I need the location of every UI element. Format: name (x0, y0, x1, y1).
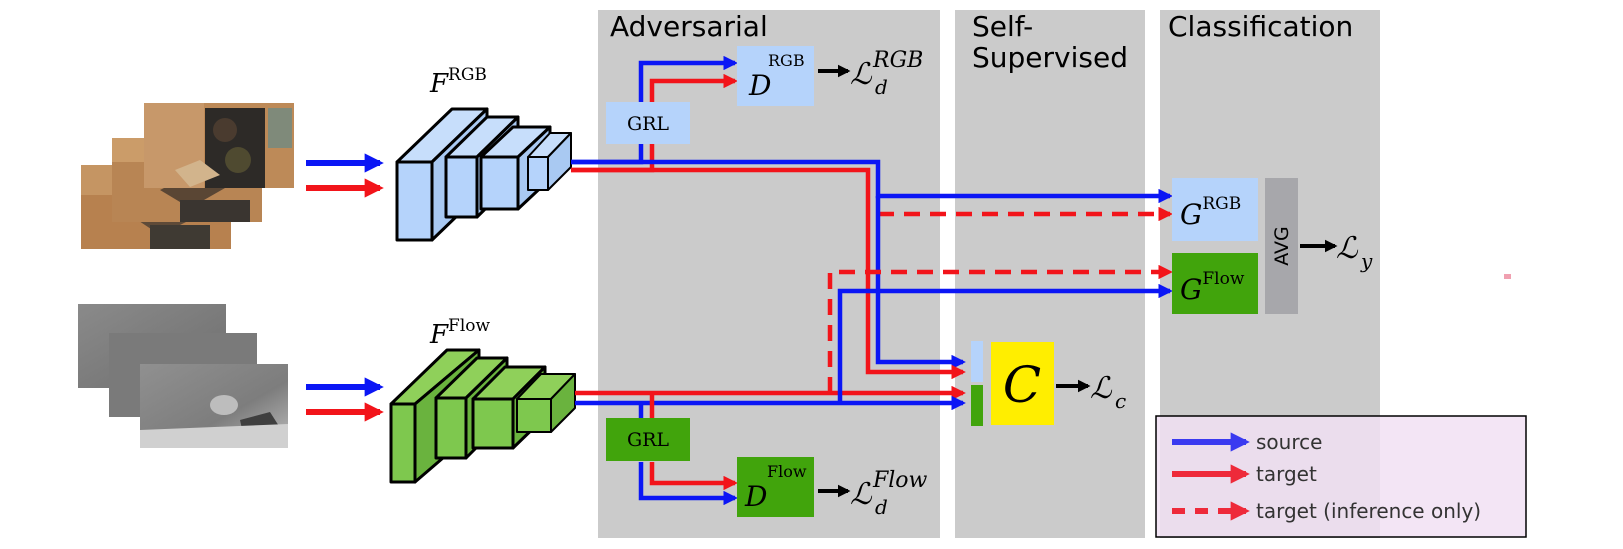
legend-label-target: target (1256, 462, 1317, 486)
rgb-input-frames (81, 103, 294, 249)
rgb-source-to-classifier (571, 159, 1173, 204)
legend-label-source: source (1256, 430, 1322, 454)
flow-feature-extractor (389, 348, 576, 484)
classifier-rgb: GRGB (1172, 178, 1258, 241)
grl-rgb-source-to-discriminator (638, 55, 738, 103)
section-title-self-supervised-line2: Supervised (972, 41, 1128, 74)
legend-item-source: source (1172, 430, 1322, 454)
concat-flow-bar (971, 385, 983, 426)
classifier-flow: GFlow (1172, 253, 1258, 314)
flow-source-to-classifier (837, 283, 1173, 403)
discriminator-rgb: DRGB (737, 46, 814, 106)
grl-rgb: GRL (606, 102, 690, 144)
rgb-frame (144, 103, 294, 188)
connector-lines (571, 55, 1173, 506)
flow-target-inference-to-classifier (827, 264, 1173, 393)
legend-item-target-inference: target (inference only) (1172, 499, 1481, 523)
rgb-source-to-self-supervised (875, 196, 966, 370)
classifier-rgb-label: GRGB (1180, 194, 1241, 231)
avg-label: AVG (1271, 226, 1293, 266)
grl-flow-label: GRL (627, 429, 669, 451)
legend-label-target-inference: target (inference only) (1256, 499, 1481, 523)
legend-item-target: target (1172, 462, 1317, 486)
self-supervised-head: C (991, 342, 1054, 425)
grl-flow-source-to-discriminator (638, 462, 738, 506)
concat-rgb-bar (971, 341, 983, 382)
input-arrows (306, 153, 384, 422)
flow-frame (140, 364, 288, 448)
rgb-feature-extractor (395, 107, 572, 242)
grl-flow-target-to-discriminator (649, 462, 738, 491)
flow-feature-extractor-label: FFlow (429, 316, 491, 350)
stray-mark (1504, 274, 1511, 279)
grl-flow: GRL (606, 418, 690, 461)
avg-block: AVG (1265, 178, 1298, 314)
section-title-adversarial: Adversarial (610, 10, 768, 43)
rgb-feature-extractor-label: FRGB (429, 65, 487, 99)
discriminator-flow: DFlow (737, 457, 814, 517)
flow-input-frames (78, 304, 288, 448)
classifier-flow-label: GFlow (1180, 269, 1245, 306)
conv-block (527, 132, 572, 191)
grl-rgb-label: GRL (627, 113, 669, 135)
discriminator-rgb-label: DRGB (748, 51, 805, 102)
discriminator-flow-label: DFlow (744, 462, 807, 513)
legend: source target target (inference only) (1155, 415, 1527, 538)
section-title-self-supervised-line1: Self- (972, 10, 1033, 43)
conv-block (516, 373, 576, 433)
section-title-classification: Classification (1168, 10, 1353, 43)
grl-rgb-target-to-discriminator (649, 73, 738, 103)
self-supervised-head-label: C (1003, 356, 1041, 414)
